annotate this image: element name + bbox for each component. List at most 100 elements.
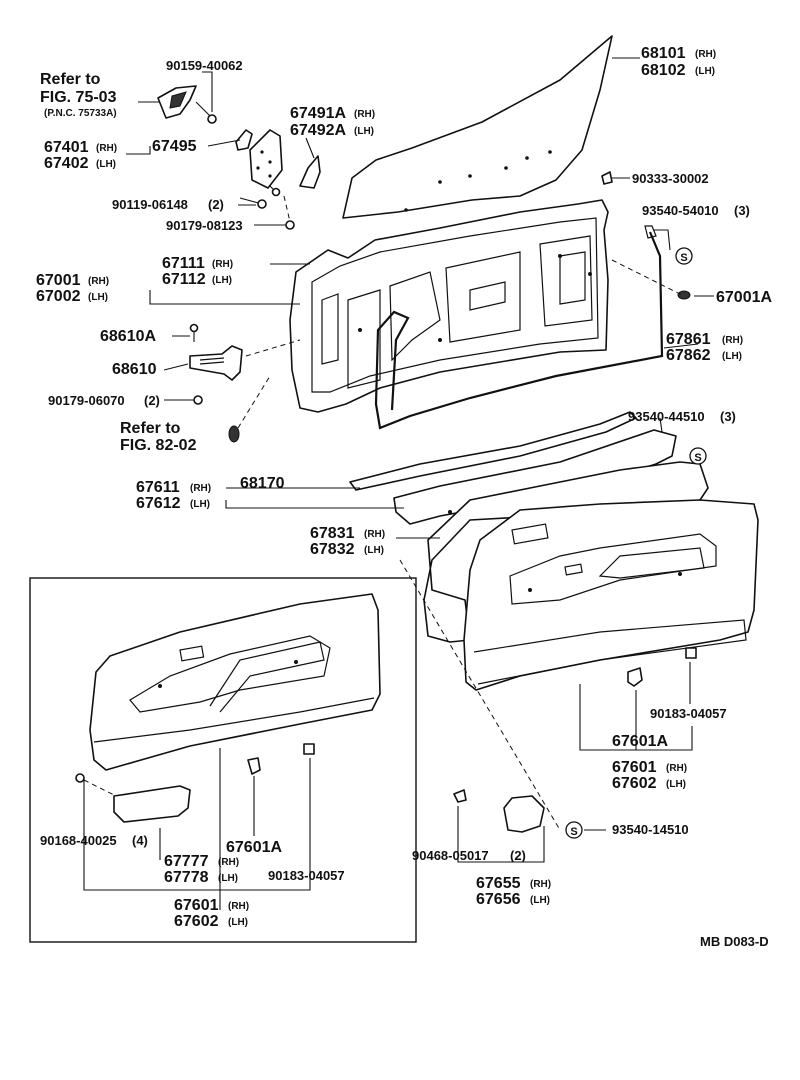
screw-68610A — [189, 323, 199, 342]
door-trim-panel-right — [463, 499, 759, 691]
svg-text:67778: 67778 — [164, 869, 209, 886]
svg-text:(RH): (RH) — [88, 276, 109, 287]
inset-frame — [29, 577, 417, 943]
label-90333-30002: 90333-30002 — [632, 171, 709, 186]
svg-text:FIG. 82-02: FIG. 82-02 — [120, 437, 197, 454]
svg-text:(LH): (LH) — [695, 66, 715, 77]
label-67601A-right: 67601A — [612, 733, 668, 750]
mirror-cover-67491A — [299, 155, 321, 189]
svg-text:(3): (3) — [734, 203, 750, 218]
clip-90183-left — [303, 743, 315, 755]
label-67831-67832: 67831 (RH) 67832 (LH) — [310, 525, 385, 558]
svg-text:(LH): (LH) — [364, 545, 384, 556]
label-68610A: 68610A — [100, 328, 156, 345]
clip-67601A-right — [627, 667, 643, 687]
svg-text:(4): (4) — [132, 833, 148, 848]
clip-67001A — [677, 290, 691, 300]
svg-text:67611: 67611 — [136, 479, 180, 496]
svg-text:67655: 67655 — [476, 875, 521, 892]
label-67601-67602-left: 67601 (RH) 67602 (LH) — [174, 897, 249, 930]
screw-90179-06070 — [193, 395, 203, 405]
svg-text:67401: 67401 — [44, 139, 89, 156]
svg-text:67111: 67111 — [162, 255, 205, 272]
svg-text:(RH): (RH) — [218, 857, 239, 868]
label-67111-67112: 67111 (RH) 67112 (LH) — [162, 255, 233, 288]
label-90168-40025: 90168-40025 (4) — [40, 833, 148, 848]
armrest-pocket-67777 — [113, 785, 191, 823]
svg-text:67602: 67602 — [612, 775, 657, 792]
leader-lines — [83, 71, 714, 910]
label-67777-67778: 67777 (RH) 67778 (LH) — [164, 853, 239, 886]
door-panel-shell — [289, 199, 609, 413]
clip-90468 — [453, 789, 467, 803]
mirror-pad-67495 — [235, 129, 253, 151]
belt-moulding-68170 — [349, 411, 637, 491]
sealer-mark-93540-14510: S — [565, 821, 583, 839]
sealer-mark-93540-44510: S — [689, 447, 707, 465]
svg-text:(LH): (LH) — [722, 351, 742, 362]
svg-text:(RH): (RH) — [96, 143, 117, 154]
svg-text:67602: 67602 — [174, 913, 219, 930]
bracket-refer-fig-75 — [157, 85, 197, 119]
svg-text:(LH): (LH) — [354, 126, 374, 137]
label-90159-40062: 90159-40062 — [166, 58, 243, 73]
door-lock-68610 — [189, 345, 243, 381]
svg-text:(LH): (LH) — [190, 499, 210, 510]
label-67401-67402: 67401 (RH) 67402 (LH) — [44, 139, 117, 172]
door-glass — [342, 35, 613, 219]
svg-text:67601: 67601 — [612, 759, 657, 776]
label-93540-44510: 93540-44510 (3) — [628, 409, 736, 424]
svg-text:67777: 67777 — [164, 853, 209, 870]
clip-refer-fig-82 — [228, 425, 240, 443]
svg-text:(P.N.C. 75733A): (P.N.C. 75733A) — [44, 108, 117, 119]
nut-90179-08123 — [283, 195, 295, 230]
svg-text:90468-05017: 90468-05017 — [412, 848, 489, 863]
svg-text:67862: 67862 — [666, 347, 711, 364]
svg-text:67601: 67601 — [174, 897, 219, 914]
cover-67655 — [503, 795, 545, 833]
svg-text:67656: 67656 — [476, 891, 521, 908]
svg-text:90168-40025: 90168-40025 — [40, 833, 117, 848]
svg-text:67861: 67861 — [666, 331, 711, 348]
label-93540-14510: 93540-14510 — [612, 822, 689, 837]
svg-text:(LH): (LH) — [212, 275, 232, 286]
label-67495: 67495 — [152, 138, 197, 155]
svg-text:(LH): (LH) — [88, 292, 108, 303]
label-68610: 68610 — [112, 361, 157, 378]
label-93540-54010: 93540-54010 (3) — [642, 203, 750, 218]
svg-text:(LH): (LH) — [96, 159, 116, 170]
svg-text:67832: 67832 — [310, 541, 355, 558]
svg-text:67491A: 67491A — [290, 105, 346, 122]
svg-text:90119-06148: 90119-06148 — [112, 197, 188, 212]
svg-text:(RH): (RH) — [354, 109, 375, 120]
svg-text:FIG. 75-03: FIG. 75-03 — [40, 89, 117, 106]
svg-text:(RH): (RH) — [666, 763, 687, 774]
screw-90119 — [239, 185, 281, 209]
svg-text:67492A: 67492A — [290, 122, 346, 139]
clip-90333 — [601, 171, 613, 185]
svg-text:67612: 67612 — [136, 495, 181, 512]
svg-text:(RH): (RH) — [695, 49, 716, 60]
svg-text:67831: 67831 — [310, 525, 355, 542]
label-67491A-67492A: 67491A (RH) 67492A (LH) — [290, 105, 375, 139]
svg-text:(LH): (LH) — [218, 873, 238, 884]
svg-text:S: S — [680, 252, 687, 264]
label-68101-68102: 68101 (RH) 68102 (LH) — [641, 45, 716, 79]
svg-text:(LH): (LH) — [530, 895, 550, 906]
clip-67601A-left — [247, 757, 261, 775]
svg-text:67402: 67402 — [44, 155, 89, 172]
svg-text:(RH): (RH) — [722, 335, 743, 346]
label-67001-67002: 67001 (RH) 67002 (LH) — [36, 272, 109, 305]
label-67601A-left: 67601A — [226, 839, 282, 856]
screw-90168 — [75, 773, 117, 797]
svg-text:(LH): (LH) — [666, 779, 686, 790]
svg-text:(RH): (RH) — [530, 879, 551, 890]
label-90179-08123: 90179-08123 — [166, 218, 243, 233]
svg-text:(RH): (RH) — [190, 483, 211, 494]
label-refer-fig-82: Refer to FIG. 82-02 — [120, 420, 197, 454]
svg-text:68102: 68102 — [641, 62, 686, 79]
svg-text:(3): (3) — [720, 409, 736, 424]
label-90183-04057-left: 90183-04057 — [268, 868, 345, 883]
svg-text:(RH): (RH) — [364, 529, 385, 540]
sealer-mark-93540-54010: S — [675, 247, 693, 265]
